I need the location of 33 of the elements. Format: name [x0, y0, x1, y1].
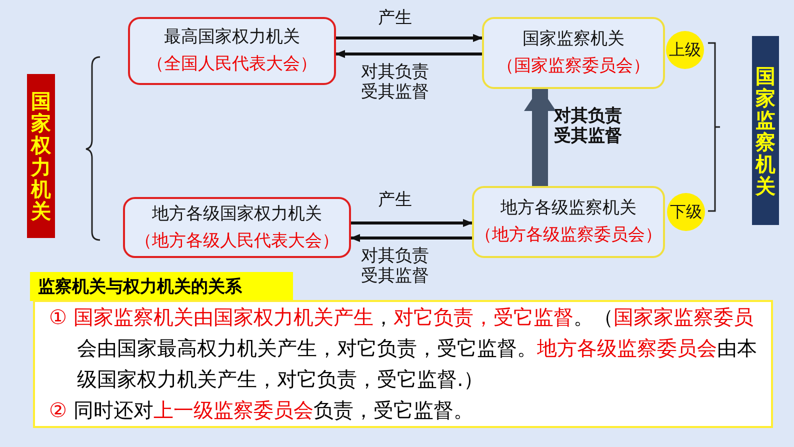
node-title: 最高国家权力机关 [164, 26, 300, 49]
node-subtitle: （地方各级人民代表大会） [135, 230, 339, 252]
edge-label: 对其负责受其监督 [360, 62, 430, 103]
arrow [336, 34, 483, 42]
arrow [335, 50, 482, 58]
node-title: 地方各级监察机关 [500, 197, 636, 220]
banner-title: 国家监察机关 [756, 64, 776, 196]
node-subtitle: （地方各级监察委员会） [475, 224, 662, 247]
paragraph: ① 国家监察机关由国家权力机关产生，对它负责，受它监督。（国家家监察委员会由国家最高权力机关产生，对它负责，受它监督。地方各级监察委员会由本级国家权力机关产生，对它负责，受它监督.） [49, 304, 758, 393]
edge-label: 产生 [377, 190, 413, 210]
arrow [524, 87, 556, 186]
process-box [123, 197, 351, 258]
edge-label: 对其负责受其监督 [360, 246, 430, 287]
level-badge: 上级 [666, 31, 704, 69]
banner-title: 国家权力机关 [31, 90, 51, 222]
level-badge: 下级 [667, 193, 705, 231]
paragraph: ② 同时还对上一级监察委员会负责，受它监督。 [49, 397, 474, 424]
node-subtitle: （全国人民代表大会） [147, 53, 317, 76]
process-box [482, 17, 665, 89]
node-title: 国家监察机关 [522, 28, 624, 51]
vertical-banner [752, 36, 779, 225]
arrow [351, 219, 473, 227]
process-box [472, 186, 665, 258]
section-title: 监察机关与权力机关的关系 [38, 276, 242, 298]
process-box [128, 17, 336, 85]
node-title: 地方各级国家权力机关 [152, 202, 322, 226]
text-panel [33, 300, 773, 428]
section-header [30, 272, 293, 301]
vertical-banner [27, 74, 55, 238]
edge-label: 产生 [377, 8, 413, 28]
edge-label: 对其负责受其监督 [552, 106, 623, 147]
arrow [350, 234, 472, 242]
node-subtitle: （国家监察委员会） [497, 55, 650, 78]
